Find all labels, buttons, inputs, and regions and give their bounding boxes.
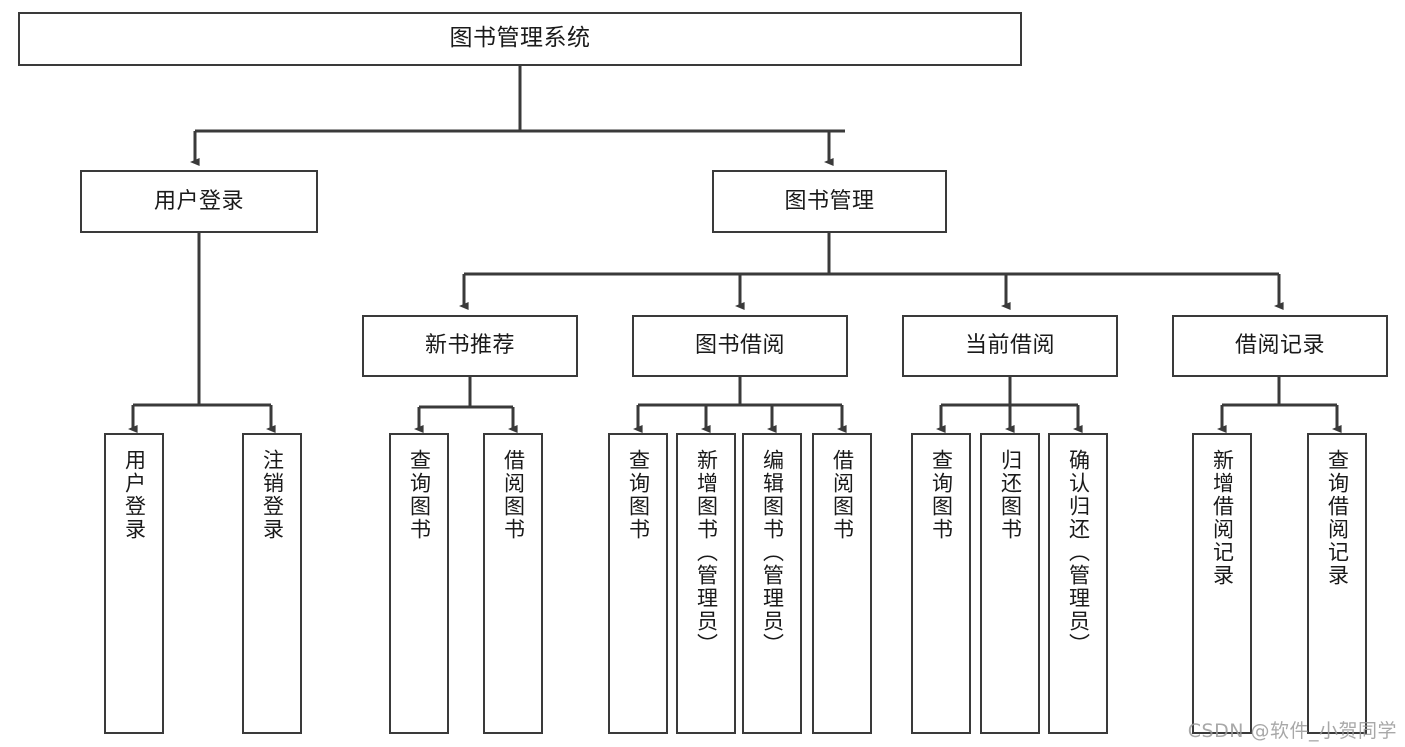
leaf-book-borrow-edit-admin[interactable]: 编辑图书（管理员）: [742, 433, 802, 734]
node-label: 编辑图书（管理员）: [760, 449, 785, 656]
leaf-book-borrow-add-admin[interactable]: 新增图书（管理员）: [676, 433, 736, 734]
leaf-borrow-record-add[interactable]: 新增借阅记录: [1192, 433, 1252, 734]
node-current-borrow[interactable]: 当前借阅: [902, 315, 1118, 377]
leaf-user-login-logout[interactable]: 注销登录: [242, 433, 302, 734]
leaf-new-book-query[interactable]: 查询图书: [389, 433, 449, 734]
leaf-user-login-login[interactable]: 用户登录: [104, 433, 164, 734]
node-label: 用户登录: [153, 188, 244, 214]
node-user-login[interactable]: 用户登录: [80, 170, 318, 233]
node-label: 用户登录: [122, 449, 147, 541]
leaf-book-borrow-query[interactable]: 查询图书: [608, 433, 668, 734]
node-label: 借阅图书: [830, 449, 855, 541]
node-label: 归还图书: [998, 449, 1023, 541]
node-label: 查询图书: [407, 449, 432, 541]
node-label: 图书借阅: [694, 333, 785, 359]
leaf-current-borrow-confirm-admin[interactable]: 确认归还（管理员）: [1048, 433, 1108, 734]
leaf-new-book-borrow[interactable]: 借阅图书: [483, 433, 543, 734]
leaf-borrow-record-query[interactable]: 查询借阅记录: [1307, 433, 1367, 734]
node-label: 查询图书: [626, 449, 651, 541]
node-label: 注销登录: [260, 449, 285, 541]
leaf-book-borrow-borrow[interactable]: 借阅图书: [812, 433, 872, 734]
node-book-borrow[interactable]: 图书借阅: [632, 315, 848, 377]
node-label: 图书管理系统: [449, 25, 591, 52]
node-label: 借阅图书: [501, 449, 526, 541]
node-label: 新增借阅记录: [1210, 449, 1235, 587]
leaf-current-borrow-query[interactable]: 查询图书: [911, 433, 971, 734]
node-label: 图书管理: [784, 188, 875, 214]
node-label: 当前借阅: [964, 333, 1055, 359]
node-label: 新增图书（管理员）: [694, 449, 719, 656]
node-new-book-recommend[interactable]: 新书推荐: [362, 315, 578, 377]
node-book-management[interactable]: 图书管理: [712, 170, 947, 233]
node-label: 新书推荐: [424, 333, 515, 359]
node-root-book-management-system[interactable]: 图书管理系统: [18, 12, 1022, 66]
node-label: 查询图书: [929, 449, 954, 541]
watermark-text: CSDN @软件_小贺同学: [1187, 720, 1397, 742]
node-label: 确认归还（管理员）: [1066, 449, 1091, 656]
node-label: 查询借阅记录: [1325, 449, 1350, 587]
node-label: 借阅记录: [1234, 333, 1325, 359]
node-borrow-records[interactable]: 借阅记录: [1172, 315, 1388, 377]
leaf-current-borrow-return[interactable]: 归还图书: [980, 433, 1040, 734]
